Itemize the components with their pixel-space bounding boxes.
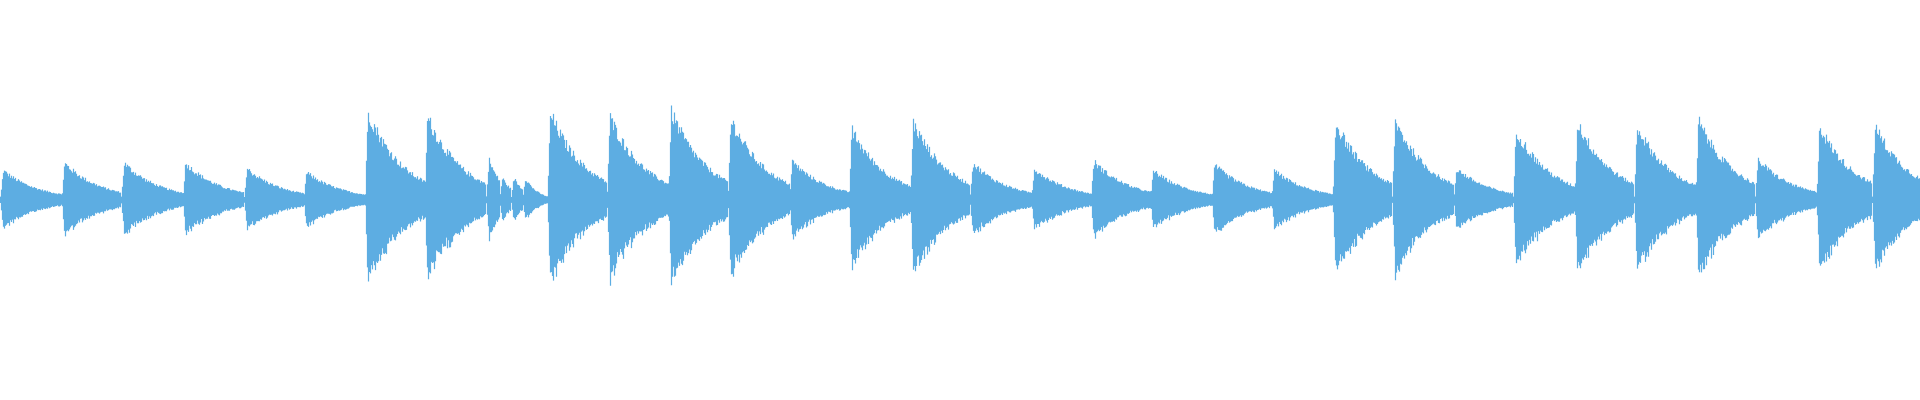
waveform-path [0, 105, 1920, 286]
waveform-bars [0, 105, 1920, 286]
